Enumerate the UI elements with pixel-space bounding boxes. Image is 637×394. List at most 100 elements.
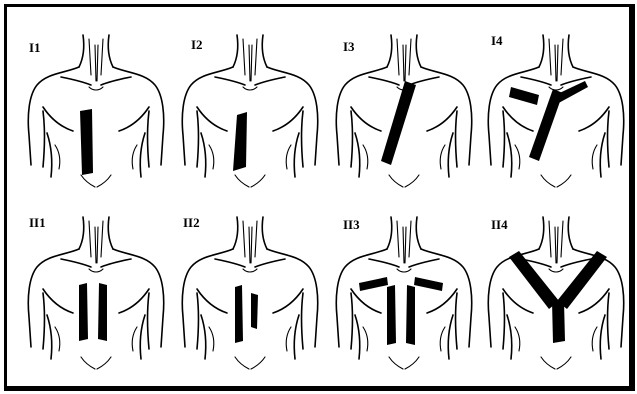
- left-flank-outline: [201, 315, 206, 359]
- left-rib-line: [55, 145, 60, 169]
- panel-i4: I4: [481, 15, 631, 195]
- right-flank-outline: [600, 315, 605, 359]
- right-clavicle: [255, 77, 285, 85]
- sternal-notch: [549, 269, 563, 272]
- neck-tendon: [397, 39, 399, 75]
- left-arm-outline: [43, 111, 45, 167]
- left-rib-line: [515, 145, 520, 169]
- neck-tendon: [405, 45, 406, 81]
- right-arm-outline: [302, 293, 304, 349]
- neck-right: [568, 217, 573, 249]
- abdomen-left: [235, 357, 249, 369]
- neck-tendon: [561, 221, 563, 257]
- panel-i1: I1: [21, 15, 171, 195]
- neck-tendon: [101, 39, 103, 75]
- incision-mark: [509, 251, 559, 309]
- abdomen-left: [81, 175, 95, 187]
- neck-tendon: [243, 221, 245, 257]
- left-clavicle: [215, 77, 245, 85]
- left-shoulder-outline: [28, 249, 79, 347]
- neck-left: [387, 35, 392, 67]
- right-flank-outline: [448, 315, 453, 359]
- neck-left: [539, 35, 544, 67]
- left-clavicle: [369, 77, 399, 85]
- left-arm-outline: [197, 111, 199, 167]
- neck-tendon: [409, 221, 411, 257]
- neck-tendon: [251, 227, 252, 263]
- right-flank-outline: [600, 133, 605, 177]
- incision-mark: [98, 283, 107, 341]
- right-rib-line: [286, 145, 291, 169]
- right-clavicle: [561, 77, 591, 85]
- sternal-notch: [89, 269, 103, 272]
- left-flank-outline: [355, 133, 360, 177]
- right-rib-line: [592, 145, 597, 169]
- torso-illustration: [329, 197, 479, 377]
- right-flank-outline: [140, 133, 145, 177]
- neck-tendon: [555, 227, 556, 263]
- left-clavicle: [61, 77, 91, 85]
- incision-mark: [251, 293, 258, 329]
- neck-right: [416, 35, 421, 67]
- panel-ii1: II1: [21, 197, 171, 377]
- right-clavicle: [255, 259, 285, 267]
- torso-illustration: [175, 15, 325, 195]
- neck-tendon: [243, 39, 245, 75]
- right-chest-outline: [427, 107, 457, 131]
- left-clavicle: [215, 259, 245, 267]
- torso-illustration: [21, 15, 171, 195]
- torso-illustration: [481, 15, 631, 195]
- neck-tendon: [89, 39, 91, 75]
- left-shoulder-outline: [336, 67, 387, 165]
- left-chest-outline: [43, 289, 73, 313]
- left-arm-outline: [351, 111, 353, 167]
- left-flank-outline: [47, 133, 52, 177]
- neck-tendon: [101, 221, 103, 257]
- figure-frame: I1 I2: [4, 4, 635, 391]
- left-arm-outline: [43, 293, 45, 349]
- right-shoulder-outline: [267, 67, 318, 165]
- neck-tendon: [249, 45, 250, 81]
- right-rib-line: [132, 327, 137, 351]
- left-chest-outline: [351, 107, 381, 131]
- left-arm-outline: [503, 111, 505, 167]
- neck-tendon: [405, 227, 406, 263]
- abdomen-left: [541, 357, 555, 369]
- abdomen-left: [389, 357, 403, 369]
- right-shoulder-outline: [267, 249, 318, 347]
- left-clavicle: [369, 259, 399, 267]
- incision-mark: [414, 277, 443, 291]
- abdomen-left: [389, 175, 403, 187]
- abdomen-left: [81, 357, 95, 369]
- left-clavicle: [61, 259, 91, 267]
- neck-left: [233, 35, 238, 67]
- incision-mark: [406, 285, 415, 345]
- right-arm-outline: [148, 111, 150, 167]
- incision-mark: [233, 112, 247, 171]
- neck-tendon: [549, 221, 551, 257]
- incision-mark: [381, 81, 416, 165]
- torso-illustration: [329, 15, 479, 195]
- right-shoulder-outline: [421, 249, 472, 347]
- left-rib-line: [55, 327, 60, 351]
- right-rib-line: [286, 327, 291, 351]
- torso-illustration: [21, 197, 171, 377]
- right-flank-outline: [448, 133, 453, 177]
- left-clavicle: [521, 77, 551, 85]
- neck-tendon: [95, 227, 96, 263]
- right-arm-outline: [608, 293, 610, 349]
- torso-illustration: [481, 197, 631, 377]
- neck-tendon: [549, 39, 551, 75]
- abdomen-right: [557, 175, 571, 187]
- right-arm-outline: [148, 293, 150, 349]
- left-rib-line: [363, 327, 368, 351]
- right-clavicle: [409, 259, 439, 267]
- left-flank-outline: [507, 315, 512, 359]
- neck-tendon: [409, 39, 411, 75]
- panel-ii3: II3: [329, 197, 479, 377]
- incision-mark: [80, 109, 93, 175]
- left-chest-outline: [503, 107, 533, 131]
- neck-right: [568, 35, 573, 67]
- right-shoulder-outline: [113, 249, 164, 347]
- neck-tendon: [97, 45, 98, 81]
